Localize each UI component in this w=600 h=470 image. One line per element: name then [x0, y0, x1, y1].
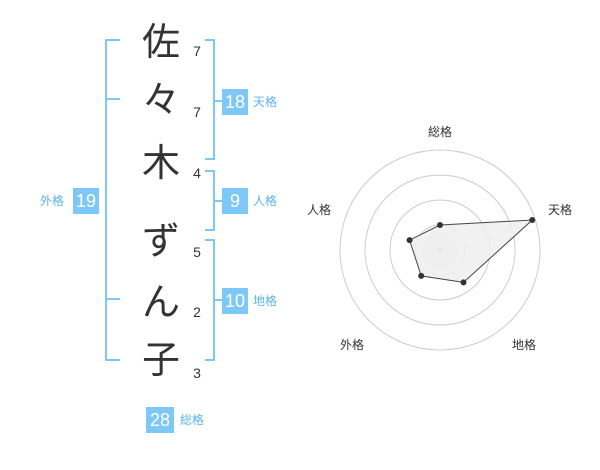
radar-point-5 [406, 237, 413, 244]
soukaku-label: 総格 [180, 413, 205, 427]
stroke-count-3: 4 [193, 165, 201, 181]
jinkaku-label: 人格 [253, 194, 278, 208]
jinkaku-value-badge: 9 [222, 188, 248, 214]
radar-axis-label-jinkaku: 人格 [307, 203, 332, 217]
stroke-count-2: 7 [193, 104, 201, 120]
gaikaku-bracket [105, 39, 120, 361]
radar-ring-4 [339, 149, 541, 351]
tenkaku-bracket [205, 39, 215, 160]
tenkaku-value-badge: 18 [222, 89, 248, 115]
name-char-4: ず [141, 219, 180, 263]
gaikaku-label: 外格 [40, 194, 65, 208]
radar-axis-label-tenkaku: 天格 [548, 203, 573, 217]
radar-polygon [408, 219, 534, 283]
stroke-count-4: 5 [193, 244, 201, 260]
stroke-count-6: 3 [193, 365, 201, 381]
radar-point-1 [437, 222, 443, 228]
chikaku-label: 地格 [253, 294, 278, 308]
name-char-6: 子 [141, 338, 180, 382]
radar-point-2 [529, 217, 536, 224]
radar-point-4 [418, 272, 425, 279]
radar-axis-label-soukaku: 総格 [428, 125, 453, 139]
stroke-count-1: 7 [193, 43, 201, 59]
name-char-5: ん [141, 280, 180, 324]
radar-axis-label-chikaku: 地格 [512, 338, 537, 352]
soukaku-value-badge: 28 [146, 407, 174, 433]
name-char-3: 木 [141, 141, 180, 185]
name-char-2: 々 [141, 78, 180, 122]
gaikaku-value-badge: 19 [73, 188, 99, 214]
radar-ring-3 [364, 174, 516, 326]
chikaku-value-badge: 10 [222, 288, 248, 314]
radar-axis-label-gaikaku: 外格 [340, 338, 365, 352]
name-char-1: 佐 [141, 20, 180, 64]
tenkaku-label: 天格 [253, 95, 278, 109]
radar-point-3 [460, 279, 467, 286]
stroke-count-5: 2 [193, 304, 201, 320]
